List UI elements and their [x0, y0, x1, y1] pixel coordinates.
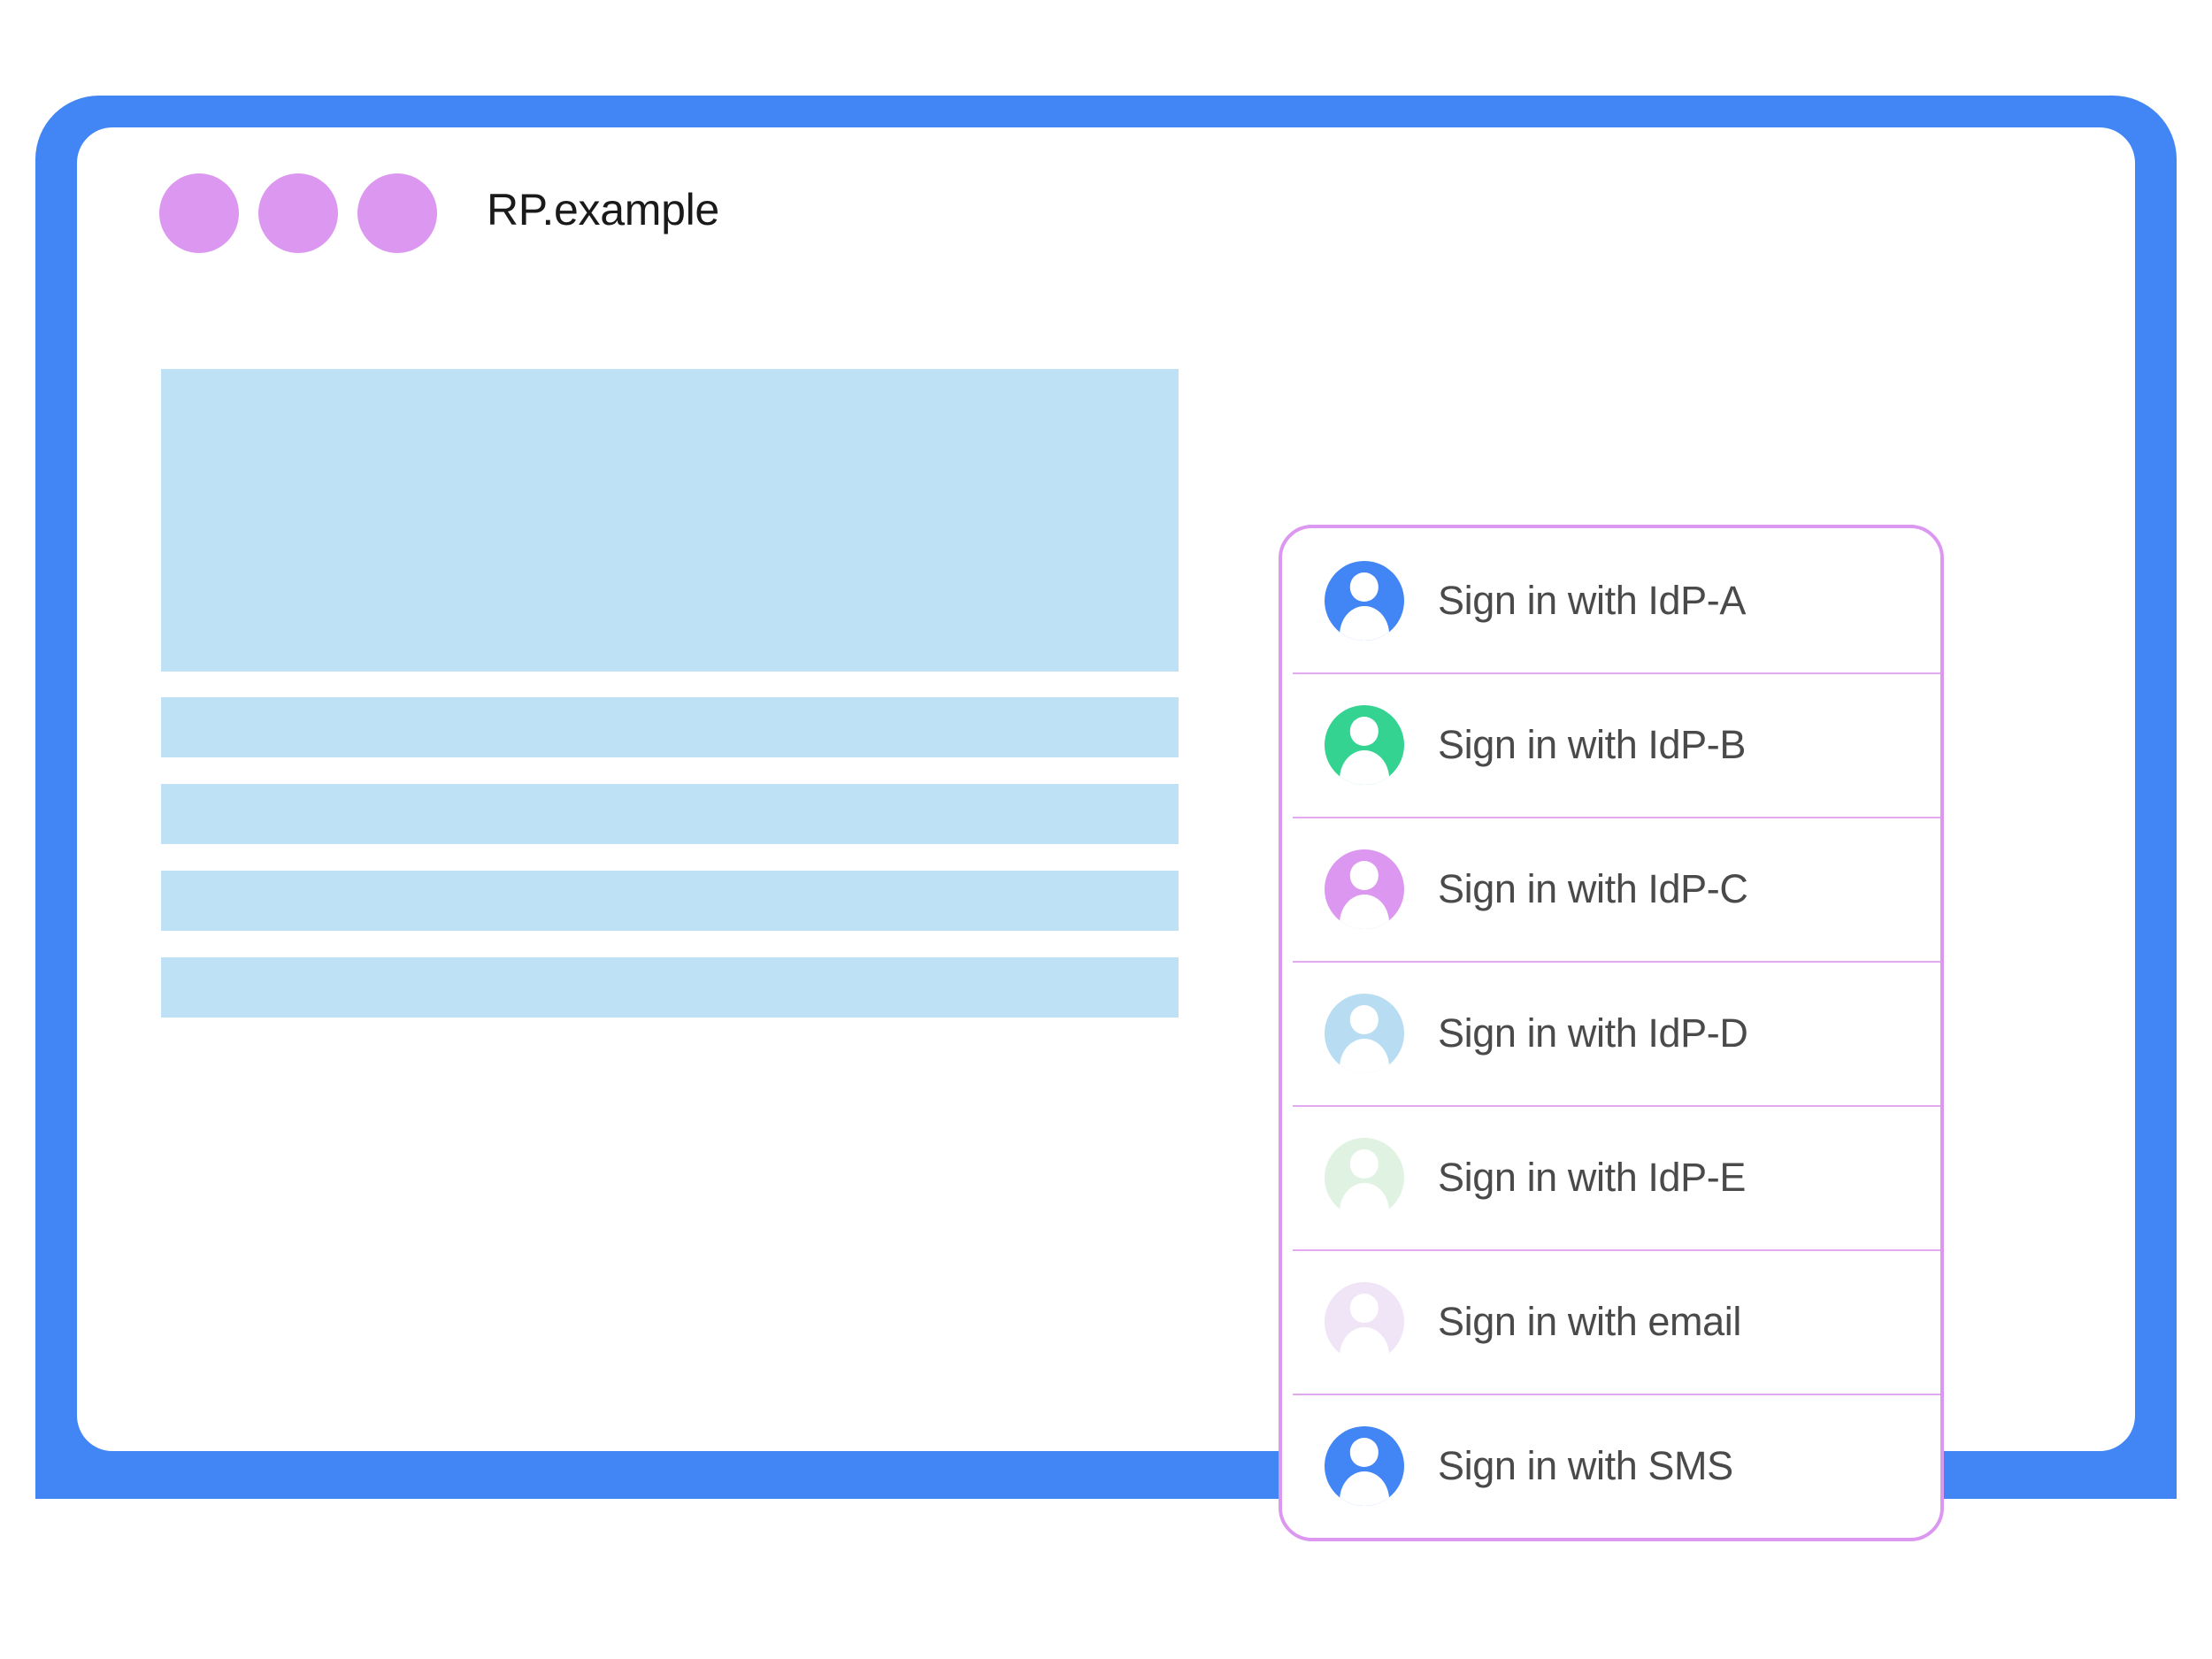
signin-option-label: Sign in with IdP-D [1438, 1010, 1748, 1056]
content-placeholder-bar-4 [161, 957, 1179, 1018]
signin-option-row[interactable]: Sign in with IdP-B [1282, 672, 1940, 817]
signin-option-row[interactable]: Sign in with IdP-D [1282, 961, 1940, 1105]
avatar-icon [1325, 560, 1404, 641]
window-dot-3-icon[interactable] [357, 173, 437, 253]
account-chooser-panel: Sign in with IdP-A Sign in with IdP-B Sign… [1279, 525, 1944, 1541]
signin-option-row[interactable]: Sign in with SMS [1282, 1394, 1940, 1538]
avatar-icon [1325, 1281, 1404, 1362]
signin-option-row[interactable]: Sign in with IdP-E [1282, 1105, 1940, 1249]
page-title: RP.example [487, 185, 719, 234]
avatar-icon [1325, 1137, 1404, 1217]
avatar-icon [1325, 849, 1404, 929]
signin-option-row[interactable]: Sign in with IdP-A [1282, 528, 1940, 672]
content-placeholder-bar-1 [161, 697, 1179, 757]
browser-titlebar: RP.example [77, 127, 2135, 269]
content-placeholder-bar-2 [161, 784, 1179, 844]
signin-option-label: Sign in with email [1438, 1298, 1741, 1344]
avatar-icon [1325, 1425, 1404, 1506]
page-content-placeholders [161, 369, 1179, 1018]
window-dot-1-icon[interactable] [159, 173, 239, 253]
content-placeholder-hero [161, 369, 1179, 672]
signin-option-label: Sign in with IdP-E [1438, 1154, 1746, 1200]
signin-option-label: Sign in with IdP-C [1438, 865, 1748, 911]
signin-option-label: Sign in with IdP-B [1438, 721, 1746, 767]
signin-option-row[interactable]: Sign in with IdP-C [1282, 817, 1940, 961]
signin-option-label: Sign in with IdP-A [1438, 577, 1746, 623]
signin-option-row[interactable]: Sign in with email [1282, 1249, 1940, 1394]
content-placeholder-bar-3 [161, 871, 1179, 931]
signin-option-label: Sign in with SMS [1438, 1442, 1733, 1488]
window-dot-2-icon[interactable] [258, 173, 338, 253]
avatar-icon [1325, 993, 1404, 1073]
avatar-icon [1325, 704, 1404, 785]
